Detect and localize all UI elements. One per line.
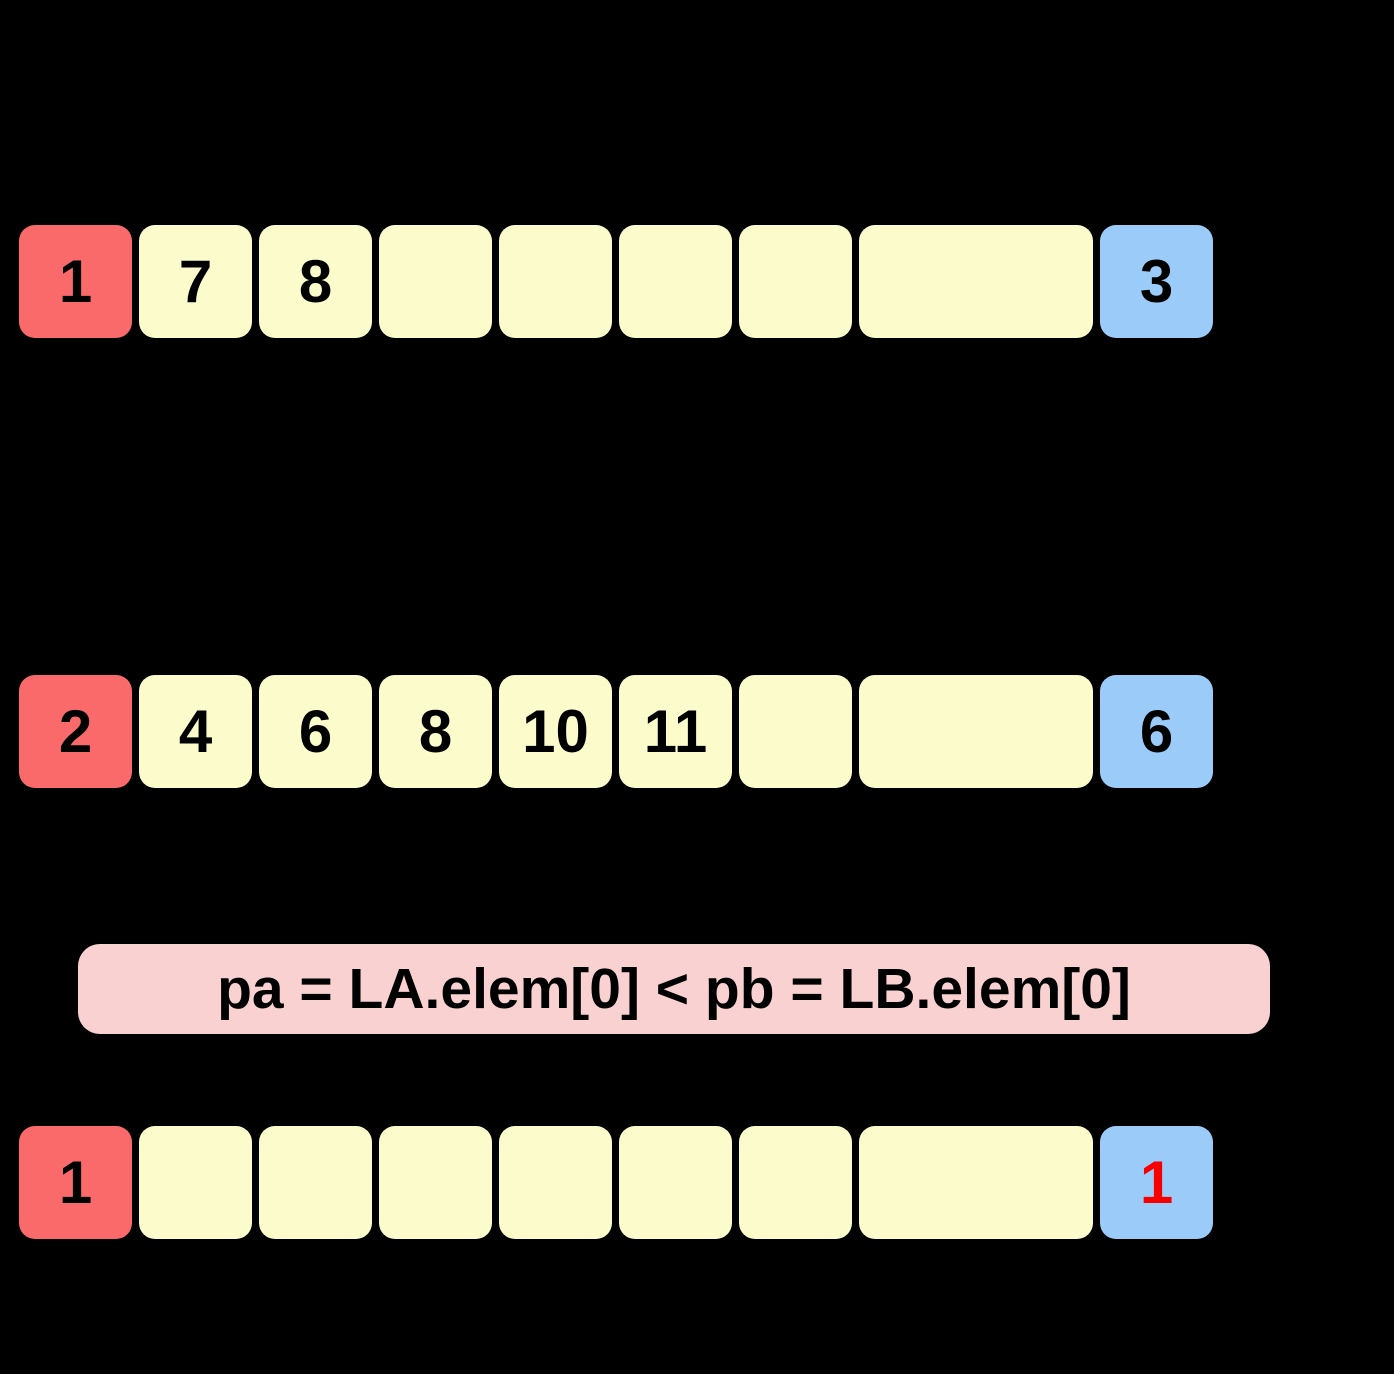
list-a-value-cell: 7 xyxy=(139,225,252,338)
list-a-row: 1 7 8 3 xyxy=(19,225,1213,338)
comparison-box: pa = LA.elem[0] < pb = LB.elem[0] xyxy=(78,944,1270,1034)
list-b-row: 2 4 6 8 10 11 6 xyxy=(19,675,1213,788)
list-b-head-cell: 2 xyxy=(19,675,132,788)
list-c-wide-cell xyxy=(859,1126,1093,1239)
list-b-wide-cell xyxy=(859,675,1093,788)
list-c-empty-cell xyxy=(619,1126,732,1239)
list-c-empty-cell xyxy=(379,1126,492,1239)
list-a-wide-cell xyxy=(859,225,1093,338)
list-a-empty-cell xyxy=(379,225,492,338)
list-c-head-cell: 1 xyxy=(19,1126,132,1239)
list-a-empty-cell xyxy=(739,225,852,338)
comparison-text: pa = LA.elem[0] < pb = LB.elem[0] xyxy=(217,956,1131,1021)
list-b-value-cell: 10 xyxy=(499,675,612,788)
list-c-empty-cell xyxy=(259,1126,372,1239)
list-b-empty-cell xyxy=(739,675,852,788)
list-c-row: 1 1 xyxy=(19,1126,1213,1239)
list-b-value-cell: 6 xyxy=(259,675,372,788)
list-a-value-cell: 8 xyxy=(259,225,372,338)
list-b-value-cell: 4 xyxy=(139,675,252,788)
list-a-empty-cell xyxy=(619,225,732,338)
list-c-empty-cell xyxy=(139,1126,252,1239)
list-c-empty-cell xyxy=(499,1126,612,1239)
list-a-empty-cell xyxy=(499,225,612,338)
list-c-tail-cell: 1 xyxy=(1100,1126,1213,1239)
list-a-head-cell: 1 xyxy=(19,225,132,338)
list-b-tail-cell: 6 xyxy=(1100,675,1213,788)
list-b-value-cell: 8 xyxy=(379,675,492,788)
list-a-tail-cell: 3 xyxy=(1100,225,1213,338)
list-c-empty-cell xyxy=(739,1126,852,1239)
list-b-value-cell: 11 xyxy=(619,675,732,788)
